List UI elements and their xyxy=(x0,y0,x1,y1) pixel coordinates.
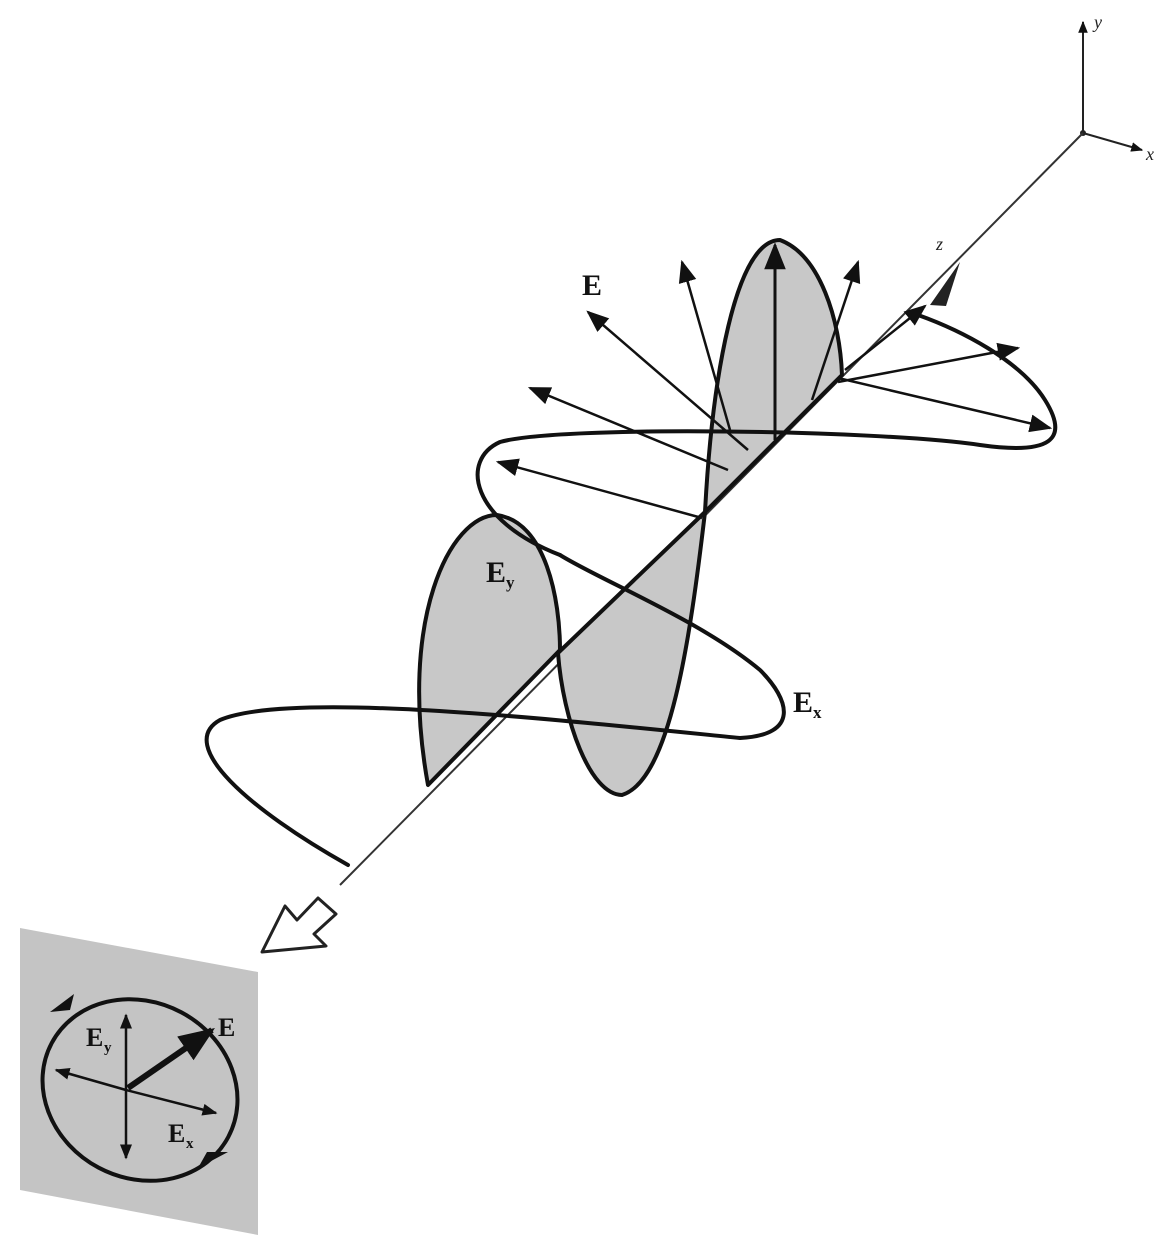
coordinate-axes: y x z xyxy=(935,12,1154,254)
e-vector-3 xyxy=(586,310,749,451)
e-field-vectors xyxy=(495,259,1053,520)
e-vector-8 xyxy=(844,304,927,371)
inset-ex-arrow xyxy=(125,1088,218,1116)
svg-text:x: x xyxy=(186,1136,194,1152)
polarization-ellipse xyxy=(40,997,240,1183)
svg-text:y: y xyxy=(104,1040,112,1056)
inset-horizontal-axis xyxy=(54,1067,127,1092)
z-axis-arrowhead xyxy=(930,262,960,306)
polarization-ellipse-panel: E E y E x xyxy=(20,928,258,1235)
svg-text:E: E xyxy=(218,1013,235,1042)
x-axis-line xyxy=(1082,132,1144,152)
svg-text:E: E xyxy=(486,556,506,589)
svg-text:x: x xyxy=(813,703,822,722)
e-vector-7 xyxy=(837,376,1053,433)
inset-ey-label: E y xyxy=(86,1023,112,1056)
propagation-arrow-icon xyxy=(260,896,338,954)
svg-text:E: E xyxy=(793,686,813,719)
svg-text:E: E xyxy=(168,1119,185,1148)
inset-e-vector xyxy=(126,1027,215,1091)
e-vector-6 xyxy=(837,342,1021,384)
z-axis-label: z xyxy=(935,234,943,254)
ellipse-rotation-arrow-bottom xyxy=(198,1152,228,1168)
x-axis-label: x xyxy=(1145,144,1154,164)
ey-wave-label: E y xyxy=(486,556,515,592)
ex-loop-near xyxy=(204,553,786,867)
e-vector-2 xyxy=(527,386,729,472)
ex-wave xyxy=(204,313,1058,867)
svg-text:E: E xyxy=(86,1023,103,1052)
ey-lobe-1 xyxy=(417,513,562,787)
ey-wave xyxy=(417,238,844,797)
e-vector-1 xyxy=(495,458,703,520)
ex-wave-label: E x xyxy=(793,686,822,722)
inset-e-label: E xyxy=(218,1013,235,1042)
inset-ex-label: E x xyxy=(168,1119,194,1152)
e-vector-5 xyxy=(810,259,861,401)
e-vector-4 xyxy=(678,259,732,431)
ey-lobe-2 xyxy=(556,510,707,797)
e-vector-label: E xyxy=(582,269,602,302)
propagation-axis xyxy=(260,132,1084,954)
svg-text:y: y xyxy=(506,573,515,592)
ellipse-rotation-arrow-top xyxy=(50,994,74,1012)
z-axis-line xyxy=(339,132,1084,886)
y-axis-label: y xyxy=(1092,12,1102,32)
ex-loop-mid xyxy=(475,313,1058,557)
